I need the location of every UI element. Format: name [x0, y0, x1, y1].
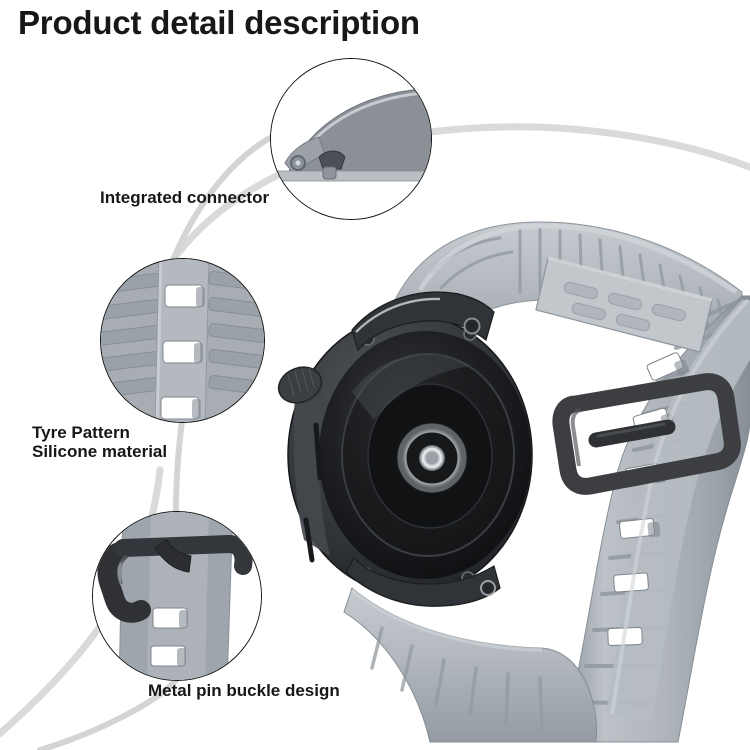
leader-buckle: [37, 677, 179, 750]
bottom-lug-connector: [343, 557, 598, 743]
heart-rate-sensor: [396, 422, 468, 494]
callout-tyre-art: [101, 259, 264, 422]
callout-pin-buckle[interactable]: [92, 511, 262, 681]
callout-label-tyre-pattern: Tyre Pattern Silicone material: [32, 423, 168, 462]
callout-label-connector: Integrated connector: [100, 188, 270, 207]
watch-crown: [277, 366, 323, 404]
callout-connector-art: [271, 59, 431, 219]
page-title: Product detail description: [18, 4, 420, 41]
callout-tyre-pattern[interactable]: [100, 258, 265, 423]
callout-buckle-art: [93, 512, 261, 680]
leader-tyre: [173, 417, 185, 513]
callout-label-pin-buckle: Metal pin buckle design: [148, 681, 340, 700]
top-lug-connector: [351, 291, 495, 352]
watch-case: [277, 314, 533, 596]
strap-keeper-loop: [535, 256, 713, 353]
leader-connector: [167, 129, 285, 271]
callout-connector[interactable]: [270, 58, 432, 220]
pin-buckle: [552, 373, 741, 495]
